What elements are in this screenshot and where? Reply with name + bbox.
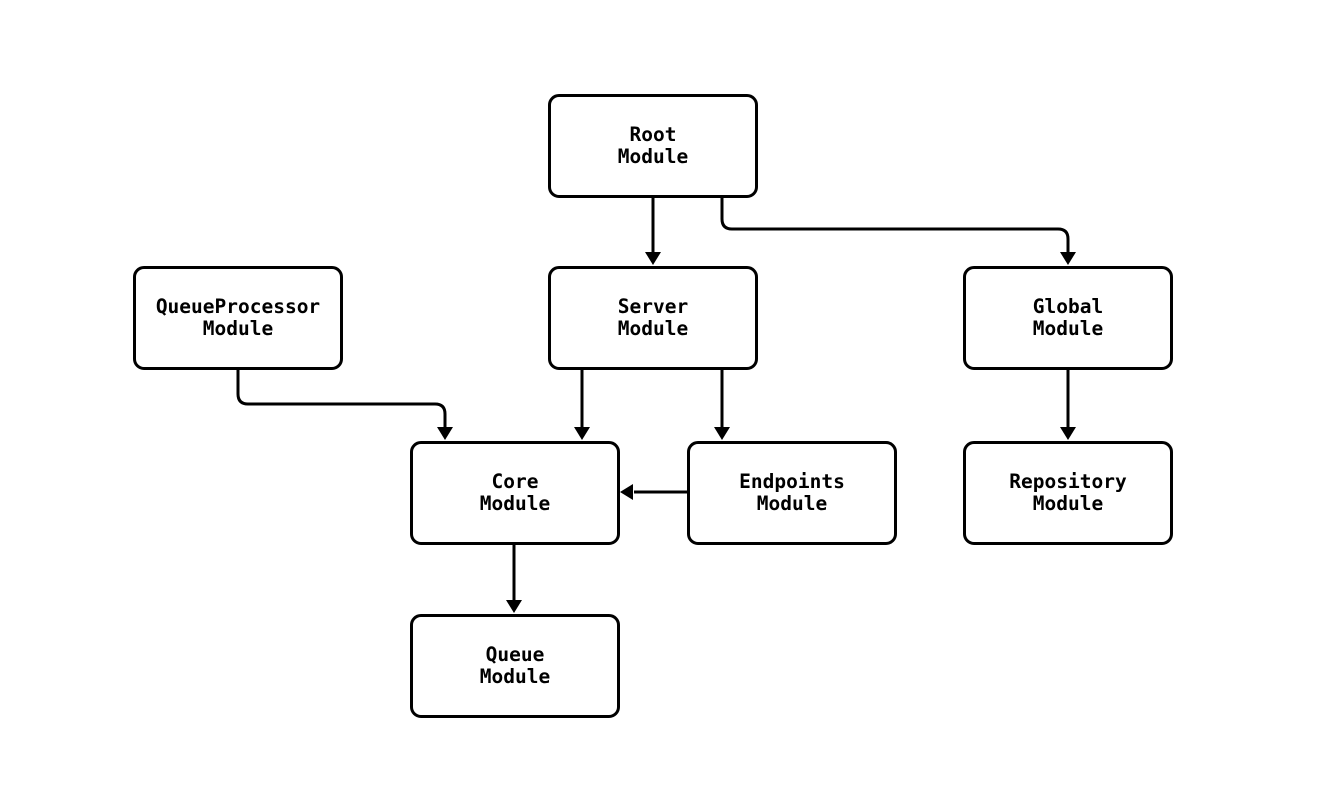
node-root-module[interactable]: Root Module (548, 94, 758, 198)
node-core-module[interactable]: Core Module (410, 441, 620, 545)
arrowhead-global-repository (1060, 427, 1076, 440)
arrowhead-core-queue (506, 600, 522, 613)
node-label-repository-module: Repository Module (1009, 470, 1127, 515)
node-label-server-module: Server Module (617, 295, 689, 340)
node-repository-module[interactable]: Repository Module (963, 441, 1173, 545)
node-label-global-module: Global Module (1032, 295, 1104, 340)
node-label-queueprocessor-module: QueueProcessor Module (155, 295, 321, 340)
arrowhead-queueprocessor-core (437, 427, 453, 440)
node-label-endpoints-module: Endpoints Module (739, 470, 845, 515)
node-queueprocessor-module[interactable]: QueueProcessor Module (133, 266, 343, 370)
arrowhead-root-server (645, 252, 661, 265)
node-label-queue-module: Queue Module (479, 643, 551, 688)
node-global-module[interactable]: Global Module (963, 266, 1173, 370)
node-label-core-module: Core Module (479, 470, 551, 515)
edge-queueprocessor-core (236, 370, 447, 427)
node-server-module[interactable]: Server Module (548, 266, 758, 370)
arrowhead-server-core (574, 427, 590, 440)
node-queue-module[interactable]: Queue Module (410, 614, 620, 718)
node-label-root-module: Root Module (617, 123, 689, 168)
arrowhead-root-global (1060, 252, 1076, 265)
node-endpoints-module[interactable]: Endpoints Module (687, 441, 897, 545)
arrowhead-server-endpoints (714, 427, 730, 440)
arrowhead-endpoints-core (620, 484, 633, 500)
edge-root-global (720, 198, 1070, 252)
